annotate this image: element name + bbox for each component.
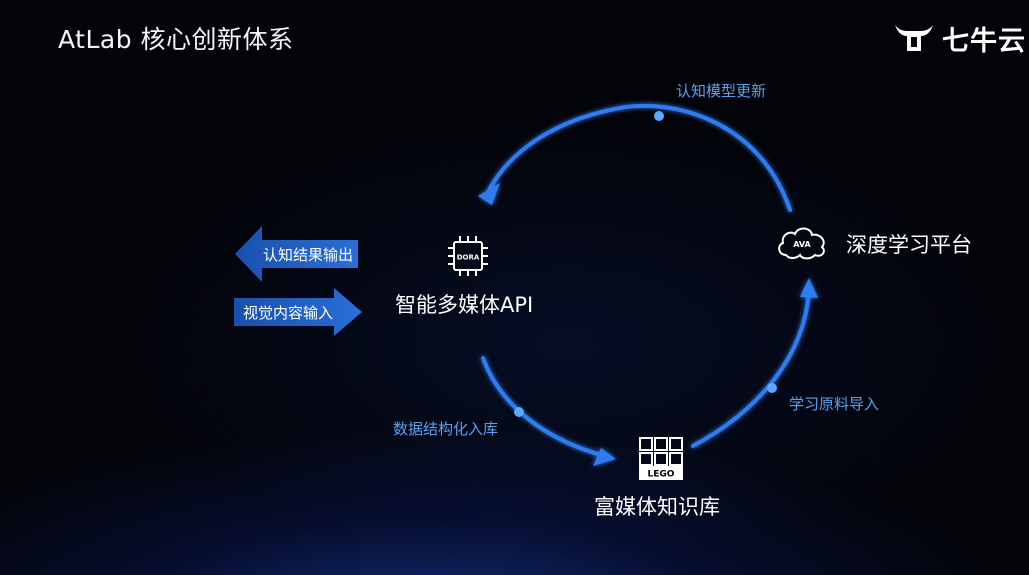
arc-bottom-right-node	[767, 383, 777, 393]
qiniu-bull-logo-icon	[895, 25, 933, 51]
arc-top-node	[654, 111, 664, 121]
brand-logo: 七牛云	[892, 18, 1026, 58]
arc-bottom-right	[691, 278, 818, 448]
arc-bottom-left-node	[514, 407, 524, 417]
chip-icon: DORA	[448, 236, 488, 276]
input-arrow-label: 视觉内容输入	[242, 303, 333, 322]
node-label-dora: 智能多媒体API	[395, 293, 534, 317]
node-label-lego: 富媒体知识库	[594, 495, 720, 519]
edge-label-data-ingest: 数据结构化入库	[393, 420, 499, 438]
arc-top	[478, 103, 792, 212]
output-arrow-label: 认知结果输出	[262, 245, 353, 264]
edge-label-model-update: 认知模型更新	[676, 82, 767, 100]
input-arrow	[234, 288, 362, 336]
node-label-ava: 深度学习平台	[846, 233, 972, 257]
output-arrow	[235, 226, 358, 282]
blocks-icon: LEGO	[639, 437, 683, 480]
arc-bottom-left	[481, 356, 616, 466]
edge-label-material-import: 学习原料导入	[789, 395, 880, 413]
blocks-icon-text: LEGO	[648, 470, 675, 480]
brand-name: 七牛云	[942, 25, 1026, 57]
brain-cloud-icon-text: AVA	[793, 240, 811, 249]
chip-icon-text: DORA	[457, 254, 480, 262]
page-title: AtLab 核心创新体系	[58, 25, 294, 54]
brain-cloud-icon: AVA	[778, 227, 825, 260]
